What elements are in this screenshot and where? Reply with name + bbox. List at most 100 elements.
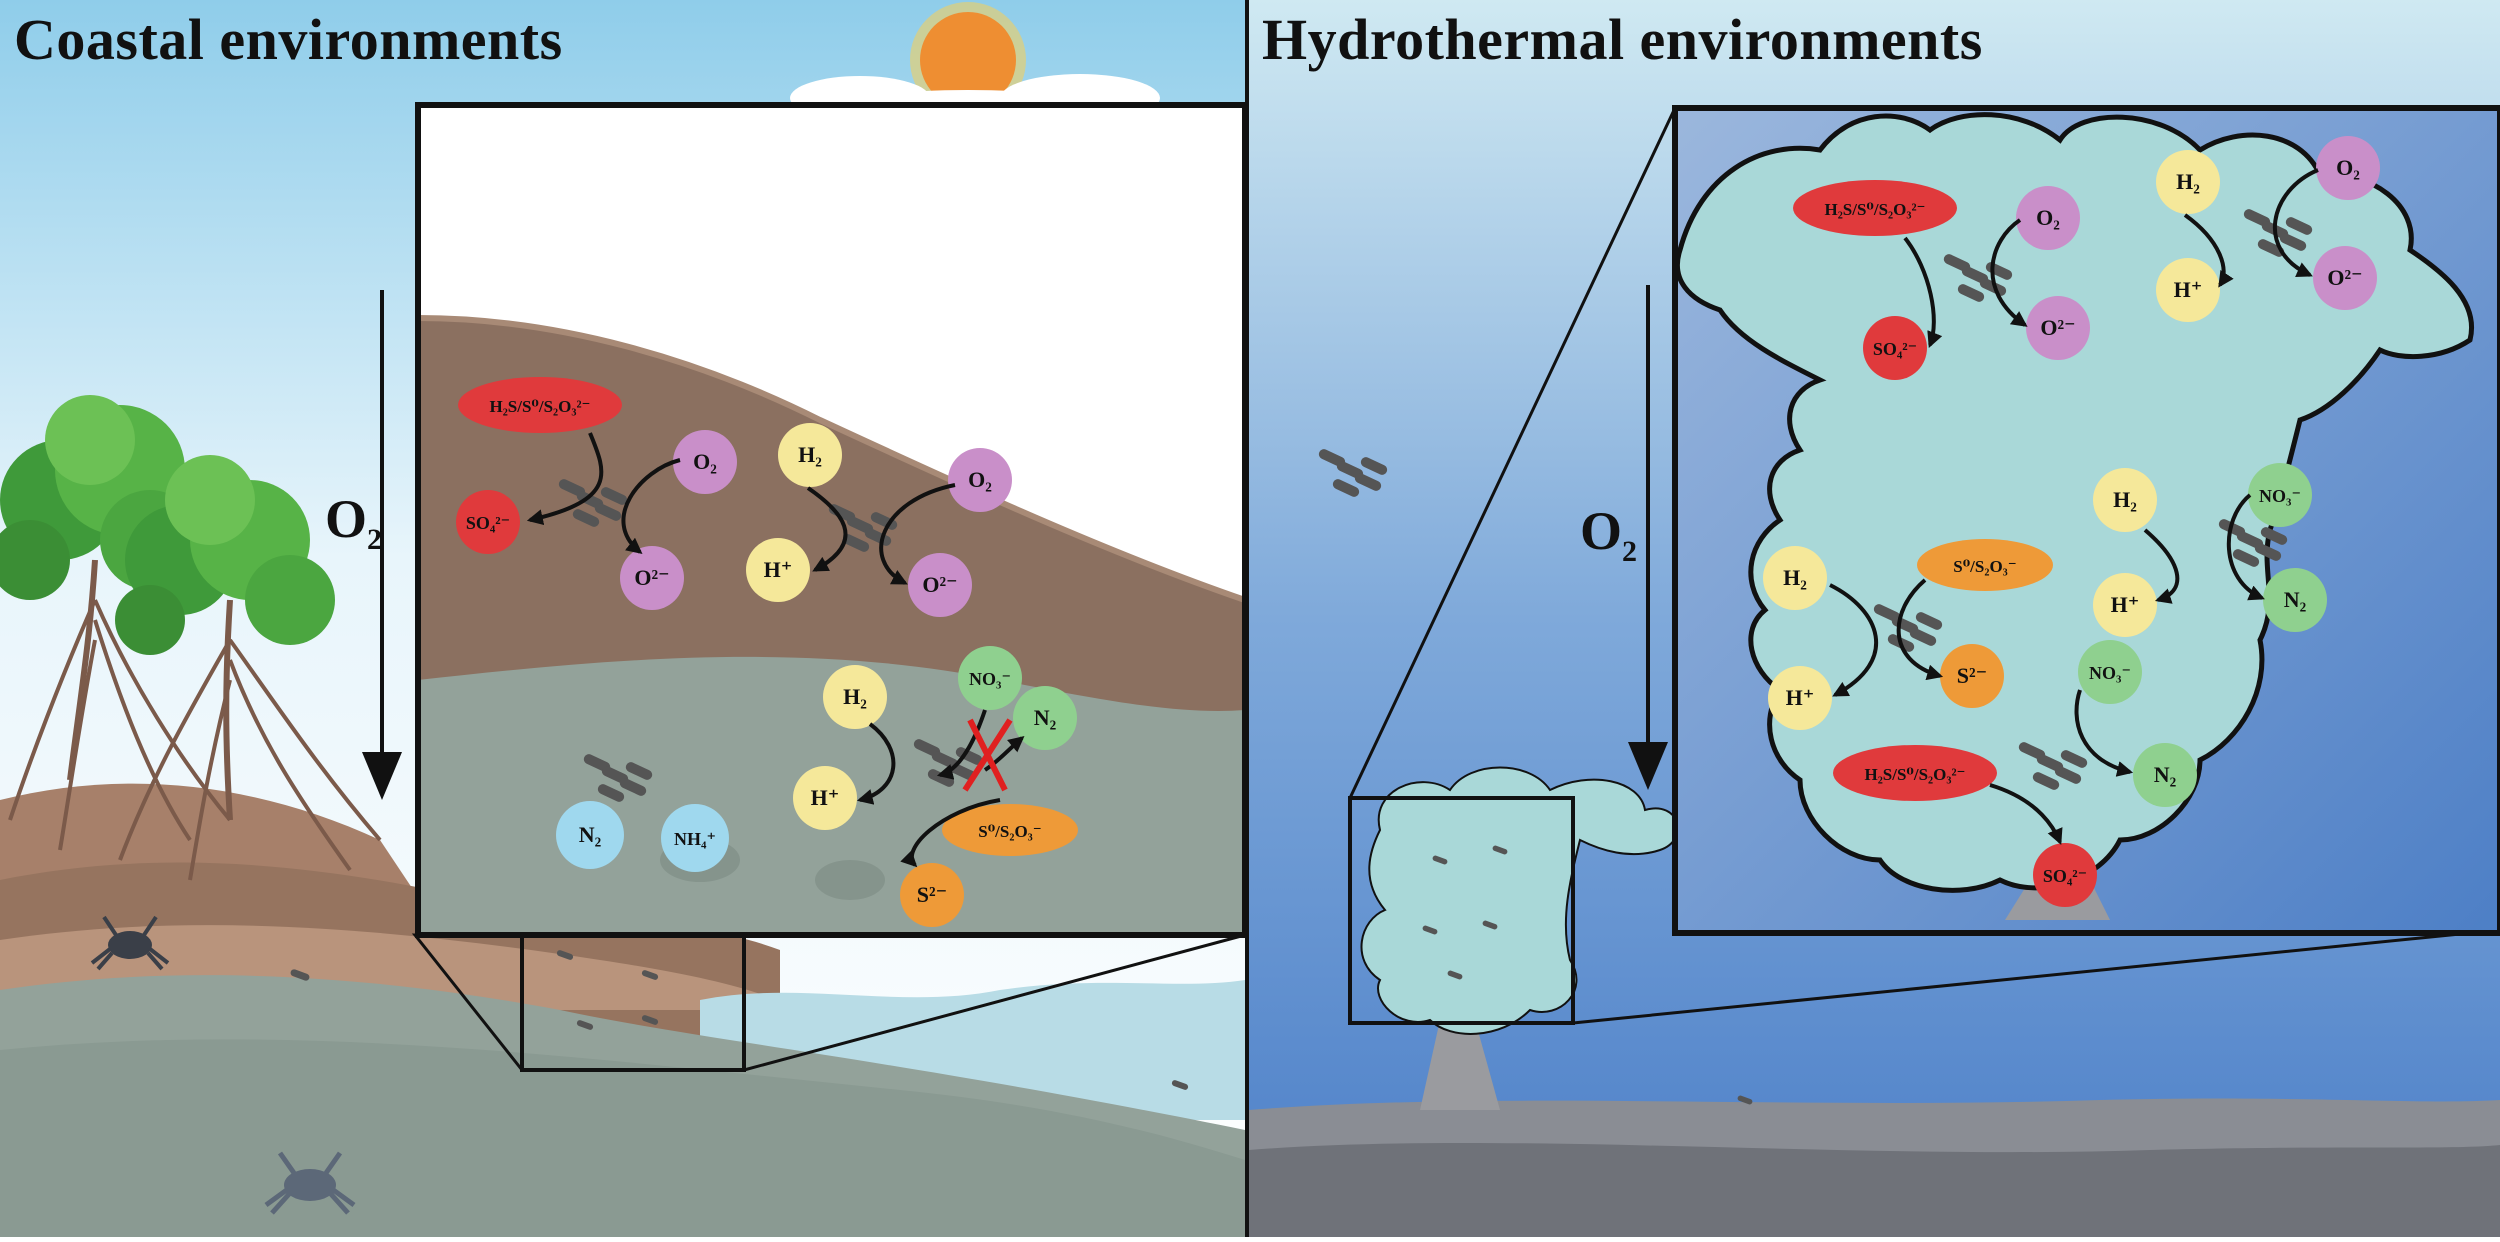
species-c-s0: S⁰/S₂O₃⁻ [942,804,1078,856]
svg-text:O²⁻: O²⁻ [2040,315,2075,340]
svg-text:H⁺: H⁺ [811,785,840,810]
reaction-arrow [1903,236,1943,348]
reaction-arrow [2074,689,2134,777]
svg-text:O²⁻: O²⁻ [634,565,669,590]
svg-text:O₂: O₂ [2036,205,2060,230]
svg-text:H₂: H₂ [2113,487,2137,512]
species-c-no3: NO₃⁻ [958,646,1022,710]
species-h-h2a: H₂ [2156,150,2220,214]
species-h-s0: S⁰/S₂O₃⁻ [1917,539,2053,591]
svg-text:S²⁻: S²⁻ [917,882,947,907]
reaction-arrow [526,432,604,526]
seafloor-layer [1249,1142,2500,1237]
reaction-arrow [1989,783,2063,845]
svg-text:H₂S/S⁰/S₂O₃²⁻: H₂S/S⁰/S₂O₃²⁻ [1824,200,1925,219]
svg-text:N₂: N₂ [1034,705,1057,730]
svg-text:H₂: H₂ [798,442,822,467]
svg-text:O²⁻: O²⁻ [922,572,957,597]
svg-text:H⁺: H⁺ [1786,685,1815,710]
reaction-arrow [1829,583,1879,697]
species-c-h2b: H₂ [823,665,887,729]
svg-text:H₂: H₂ [843,684,867,709]
svg-text:H₂S/S⁰/S₂O₃²⁻: H₂S/S⁰/S₂O₃²⁻ [1864,765,1965,784]
reaction-arrow [1896,578,1944,681]
coastal-title: Coastal environments [14,7,563,72]
species-h-hs2: H₂S/S⁰/S₂O₃²⁻ [1833,745,1997,801]
reaction-arrow [806,486,848,572]
reaction-arrow [621,458,681,555]
reaction-nodes: H₂S/S⁰/S₂O₃²⁻ O₂ SO₄²⁻ O²⁻ H₂ O₂ H⁺ O²⁻ H₂ NO₃⁻ N₂… [456,136,2380,927]
svg-text:O₂: O₂ [693,449,717,474]
species-c-o2a: O₂ [673,430,737,494]
svg-text:H₂S/S⁰/S₂O₃²⁻: H₂S/S⁰/S₂O₃²⁻ [489,397,590,416]
species-c-h2a: H₂ [778,423,842,487]
species-c-s2: S²⁻ [900,863,964,927]
reaction-arrow [2143,528,2180,604]
svg-text:H⁺: H⁺ [764,557,793,582]
zoom-line [1348,107,1677,799]
species-h-n2b: N₂ [2133,743,2197,807]
species-c-o2ma: O²⁻ [620,546,684,610]
svg-text:S⁰/S₂O₃⁻: S⁰/S₂O₃⁻ [978,822,1041,841]
reaction-arrow [900,798,1001,868]
species-h-no3a: NO₃⁻ [2248,463,2312,527]
svg-text:SO₄²⁻: SO₄²⁻ [466,513,510,533]
reaction-arrows [526,168,2319,868]
species-h-o2b: O₂ [2316,136,2380,200]
svg-text:SO₄²⁻: SO₄²⁻ [1873,339,1917,359]
species-c-hpa: H⁺ [746,538,810,602]
species-h-hpc: H⁺ [1768,666,1832,730]
coastal-panel [0,0,1248,1237]
species-h-o2a: O₂ [2016,186,2080,250]
svg-text:S²⁻: S²⁻ [1957,663,1987,688]
species-c-N2b: N₂ [556,801,624,869]
hydrothermal-title: Hydrothermal environments [1262,7,1983,72]
species-h-o2ma: O²⁻ [2026,296,2090,360]
svg-text:NO₃⁻: NO₃⁻ [2259,486,2301,506]
species-h-h2c: H₂ [1763,546,1827,610]
species-h-n2a: N₂ [2263,568,2327,632]
species-c-nh4: NH₄⁺ [661,804,729,872]
svg-text:H₂: H₂ [2176,169,2200,194]
species-h-so4: SO₄²⁻ [1863,316,1927,380]
svg-text:S⁰/S₂O₃⁻: S⁰/S₂O₃⁻ [1953,557,2016,576]
species-c-hs: H₂S/S⁰/S₂O₃²⁻ [458,377,622,433]
svg-text:NH₄⁺: NH₄⁺ [674,829,716,849]
species-h-so4b: SO₄²⁻ [2033,843,2097,907]
svg-text:N₂: N₂ [2284,587,2307,612]
hydro-o2-label: O2 [1580,501,1638,568]
reaction-arrow [936,709,987,780]
species-h-s2: S²⁻ [1940,644,2004,708]
crab-icon [90,915,170,971]
vent-plume [1360,766,1679,1035]
svg-text:O²⁻: O²⁻ [2327,265,2362,290]
svg-text:O₂: O₂ [2336,155,2360,180]
svg-text:N₂: N₂ [2154,762,2177,787]
reaction-arrow [879,483,956,585]
species-h-no3b: NO₃⁻ [2078,640,2142,704]
species-h-h2b: H₂ [2093,468,2157,532]
species-h-hpa: H⁺ [2156,258,2220,322]
coastal-o2-label: O2 [325,489,383,556]
mangrove-tree-icon [0,395,232,851]
species-c-hpb: H⁺ [793,766,857,830]
svg-text:NO₃⁻: NO₃⁻ [2089,663,2131,683]
reaction-arrow [983,735,1025,772]
svg-text:SO₄²⁻: SO₄²⁻ [2043,866,2087,886]
reaction-arrow [1990,218,2028,327]
species-h-hpb: H⁺ [2093,573,2157,637]
svg-text:H⁺: H⁺ [2174,277,2203,302]
svg-text:O₂: O₂ [968,467,992,492]
reaction-arrow [856,722,896,805]
inhibition-cross-icon [962,718,1013,792]
species-c-n2a: N₂ [1013,686,1077,750]
zoom-box [1348,796,1575,1025]
species-h-o2mb: O²⁻ [2313,246,2377,310]
reaction-arrow [2183,213,2234,288]
species-c-o2mb: O²⁻ [908,553,972,617]
species-c-so4: SO₄²⁻ [456,490,520,554]
svg-text:NO₃⁻: NO₃⁻ [969,669,1011,689]
svg-text:H₂: H₂ [1783,565,1807,590]
